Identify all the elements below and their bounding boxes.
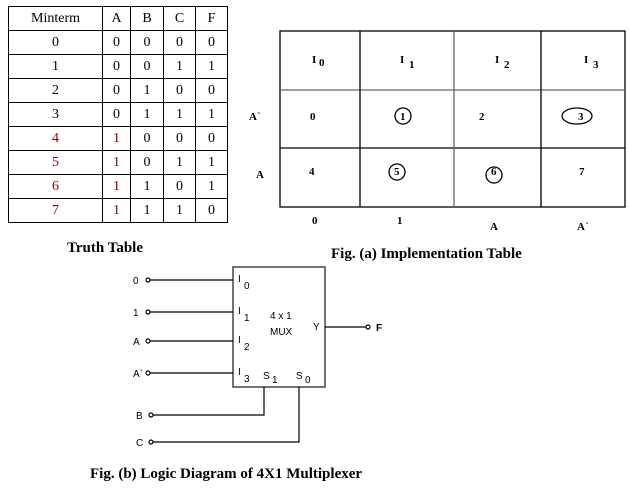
input-pin-subscript: 2 [244, 342, 250, 353]
column-header-subscript: 1 [409, 59, 415, 71]
output-pin: Y [313, 322, 320, 333]
truth-table-cell: 0 [195, 198, 228, 223]
truth-table-cell: 0 [195, 78, 228, 103]
truth-table-cell: 1 [163, 54, 196, 79]
header-f: F [195, 6, 228, 31]
cell-minterm: 2 [479, 111, 485, 123]
implementation-table [279, 30, 626, 208]
cell-minterm: 0 [310, 111, 316, 123]
truth-table-cell: 0 [130, 54, 164, 79]
truth-table-cell: 1 [102, 150, 131, 175]
cell-minterm: 5 [394, 166, 400, 178]
truth-table-cell: 1 [195, 102, 228, 127]
truth-table-cell: 1 [102, 198, 131, 223]
column-input-label: A [490, 221, 498, 233]
column-header: I [400, 54, 404, 66]
input-pin-subscript: 0 [244, 281, 250, 292]
mux-title: 4 x 1 [270, 311, 292, 322]
mux-caption: Fig. (b) Logic Diagram of 4X1 Multiplexe… [90, 466, 363, 482]
truth-table-cell: 1 [8, 54, 103, 79]
column-input-label: A` [577, 221, 589, 233]
cell-minterm: 1 [400, 111, 406, 123]
column-header-subscript: 0 [319, 57, 325, 69]
select-input-label: C [136, 438, 143, 449]
column-input-label: 0 [312, 215, 318, 227]
truth-table-caption: Truth Table [67, 240, 144, 256]
select-pin-subscript: 0 [305, 375, 311, 386]
cell-minterm: 4 [309, 166, 315, 178]
column-header-subscript: 2 [504, 59, 510, 71]
implementation-table-caption: Fig. (a) Implementation Table [331, 246, 522, 262]
truth-table-cell: 1 [130, 198, 164, 223]
mux-diagram [145, 266, 371, 445]
mux-title: MUX [270, 327, 293, 338]
truth-table-header: Minterm A B C F [8, 6, 228, 31]
truth-table-cell: 1 [130, 174, 164, 199]
select-pin: S [263, 371, 270, 382]
truth-table-cell: 0 [130, 126, 164, 151]
input-label: 0 [133, 276, 139, 287]
truth-table-cell: 0 [8, 30, 103, 55]
column-header-subscript: 3 [593, 59, 599, 71]
select-pin-subscript: 1 [272, 375, 278, 386]
row-label: A [256, 169, 264, 181]
input-pin: I [238, 306, 241, 317]
input-pin-subscript: 3 [244, 374, 250, 385]
truth-table-cell: 7 [8, 198, 103, 223]
column-header: I [584, 54, 588, 66]
header-minterm: Minterm [8, 6, 103, 31]
input-label: A` [133, 368, 143, 380]
truth-table-cell: 0 [163, 78, 196, 103]
select-pin: S [296, 371, 303, 382]
truth-table-cell: 1 [163, 150, 196, 175]
input-pin: I [238, 335, 241, 346]
input-pin: I [238, 367, 241, 378]
column-header: I [495, 54, 499, 66]
input-pin-subscript: 1 [244, 313, 250, 324]
header-a: A [102, 6, 131, 31]
input-pin: I [238, 274, 241, 285]
truth-table-cell: 1 [195, 54, 228, 79]
cell-minterm: 3 [578, 111, 584, 123]
cell-minterm: 7 [579, 166, 585, 178]
truth-table-cell: 0 [195, 30, 228, 55]
row-label: A` [249, 111, 261, 123]
input-label: 1 [133, 308, 139, 319]
cell-minterm: 6 [491, 166, 497, 178]
output-label: F [376, 323, 382, 334]
input-label: A [133, 337, 140, 348]
truth-table-cell: 0 [163, 174, 196, 199]
select-input-label: B [136, 411, 143, 422]
column-input-label: 1 [397, 215, 403, 227]
column-header: I [312, 54, 316, 66]
truth-table-cell: 1 [130, 78, 164, 103]
